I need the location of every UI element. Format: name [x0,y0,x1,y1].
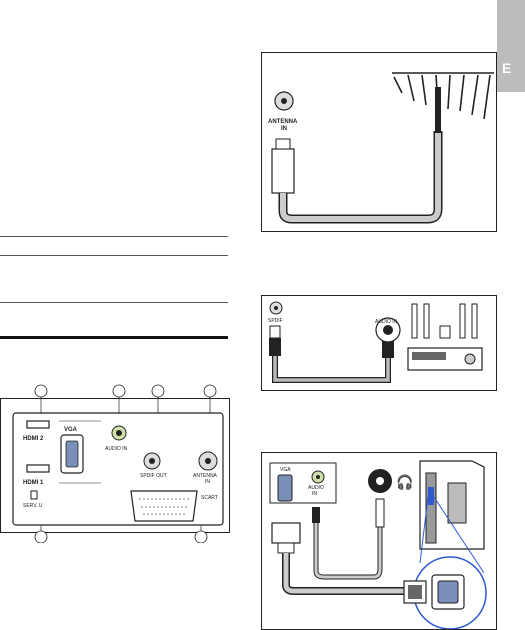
callout-4 [203,384,217,398]
scart-port [130,490,198,522]
fig-antenna-sub: IN [281,126,287,132]
hdmi2-port [26,420,50,429]
language-tab[interactable]: E [497,0,525,92]
callout-1 [34,384,48,398]
fig-spdif-label: SPDIF [268,318,283,324]
vga-cable [283,553,404,594]
antenna-elements [392,72,494,120]
note-body [0,255,228,303]
speakers [411,303,478,339]
note-box [0,236,228,303]
fig-pc-vga: VGA [280,467,291,473]
callout-3 [151,384,165,398]
section-divider [0,336,228,339]
note-header [0,236,228,255]
audio-in-label: AUDIO IN [105,446,128,452]
callout-5 [34,530,48,543]
antenna-svg: ANTENNA IN [268,72,494,224]
antenna-label: ANTENNA [193,473,218,479]
antenna-sub-label: IN [205,479,210,485]
spdif-label: SPDIF OUT [140,473,167,479]
spdif-figure: SPDIF AUDIO IN [261,295,497,391]
back-panel-figure: HDMI 2 VGA AUDIO IN HDMI 1 SERV. U SPDIF… [0,384,230,543]
coax-plug [271,148,295,194]
pc-svg: VGA AUDIO IN 🎧 [269,460,487,629]
antenna-cable [280,131,441,222]
spdif-cable [273,356,390,382]
antenna-mast [435,87,441,133]
receiver-port-label: AUDIO IN [375,319,398,325]
callout-2 [112,384,126,398]
fig-pc-audio-sub: IN [312,491,317,497]
service-label: SERV. U [23,503,43,509]
fig-antenna-label: ANTENNA [268,119,298,125]
hdmi1-port [26,464,50,473]
vga-plug [271,522,301,544]
service-port [30,490,38,500]
hdmi1-label: HDMI 1 [23,480,44,486]
scart-label: SCART [201,495,218,501]
headphone-icon: 🎧 [396,474,413,491]
hdmi2-label: HDMI 2 [23,436,44,442]
back-panel-svg: HDMI 2 VGA AUDIO IN HDMI 1 SERV. U SPDIF… [12,384,224,543]
antenna-figure: ANTENNA IN [261,52,497,232]
fig-pc-audio: AUDIO [308,485,324,491]
pc-figure: VGA AUDIO IN 🎧 [261,452,497,630]
audio-cable [314,523,382,579]
vga-label: VGA [64,427,78,433]
spdif-plug [269,338,281,356]
spdif-svg: SPDIF AUDIO IN [268,301,483,383]
pc-vga-port [277,474,293,502]
language-tab-label: E [502,60,512,76]
callout-6 [194,530,208,543]
